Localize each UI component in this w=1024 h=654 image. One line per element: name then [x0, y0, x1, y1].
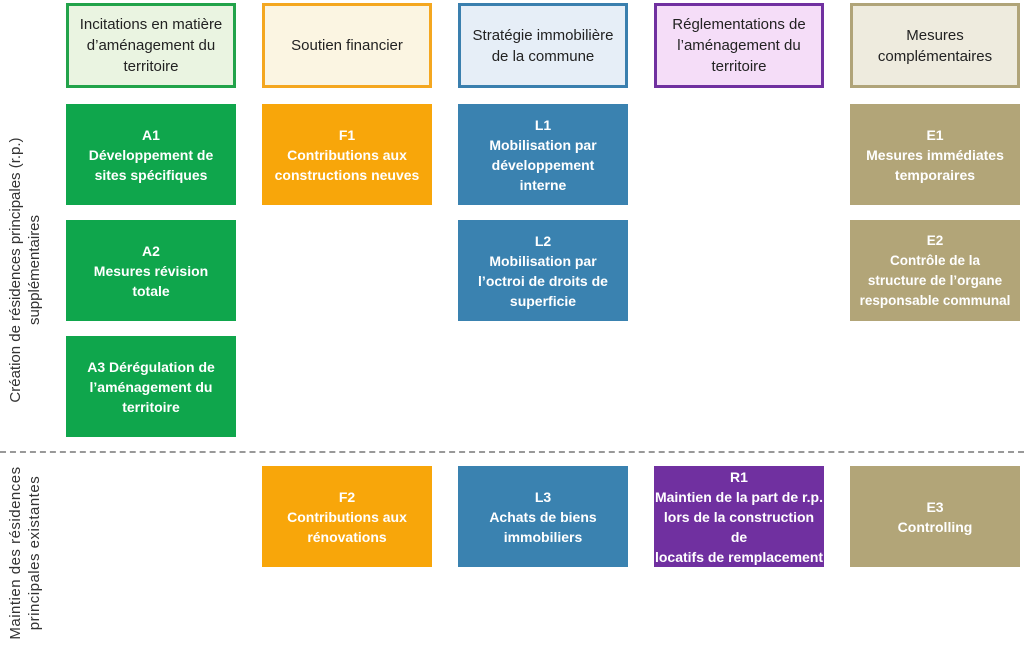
measure-code: L3	[534, 488, 552, 505]
measure-line: Développement de	[88, 146, 214, 163]
measure-line: lors de la construction de	[663, 508, 815, 545]
measure-line: développement	[491, 156, 595, 173]
measure-line: Controlling	[897, 518, 973, 535]
measure-code: E2	[926, 232, 944, 248]
category-header: Stratégie immobilière de la commune	[458, 3, 628, 88]
measure-code: A1	[142, 126, 160, 143]
measure-line: l’aménagement du	[89, 378, 213, 395]
header-line: Mesures	[906, 26, 964, 44]
measure-line: Maintien de la part de r.p.	[654, 488, 824, 505]
category-header: Mesures complémentaires	[850, 3, 1020, 88]
row-label-line: Création de résidences principales (r.p.…	[7, 137, 24, 403]
header-line: Incitations en matière	[79, 16, 223, 33]
measure-line: Mesures révision	[93, 262, 209, 279]
header-line: Réglementations de	[672, 16, 806, 33]
measure-line: l’octroi de droits de	[478, 272, 608, 289]
measure-code: L2	[534, 232, 552, 249]
measure-line: Achats de biens	[489, 508, 597, 525]
header-line: Stratégie immobilière	[472, 26, 614, 44]
row-label-line: principales existantes	[26, 475, 43, 631]
header-line: territoire	[123, 58, 179, 75]
measure-line: Contrôle de la	[889, 252, 980, 268]
measure-line: territoire	[122, 398, 180, 415]
row-label-creation: Création de résidences principales (r.p.…	[6, 105, 44, 435]
measure-line: Mobilisation par	[489, 136, 597, 153]
measure-line: immobiliers	[503, 528, 583, 545]
header-line: complémentaires	[877, 47, 993, 65]
category-header: Réglementations de l’aménagement du territ…	[654, 3, 824, 88]
measure-code: E1	[926, 126, 944, 143]
measure-line: responsable communal	[859, 292, 1011, 308]
measure-code: L1	[534, 116, 552, 133]
measure-code: F1	[338, 126, 356, 143]
measure-line: totale	[132, 282, 170, 299]
measure-line: A3 Dérégulation de	[87, 358, 215, 375]
row-label-maintien: Maintien des résidences principales exis…	[6, 453, 44, 653]
measure-box: A3 Dérégulation de l’aménagement du territ…	[66, 336, 236, 437]
measure-line: Contributions aux	[287, 146, 407, 163]
measure-line: structure de l’organe	[867, 272, 1003, 288]
measure-line: Mesures immédiates	[866, 146, 1004, 163]
measure-line: locatifs de remplacement	[654, 548, 824, 565]
divider-dashed-line	[0, 451, 1024, 453]
measure-line: Contributions aux	[287, 508, 407, 525]
measure-code: R1	[730, 468, 748, 485]
measure-code: E3	[926, 498, 944, 515]
header-line: l’aménagement du	[677, 37, 801, 54]
header-line: de la commune	[491, 47, 595, 65]
category-header: Incitations en matière d’aménagement du te…	[66, 3, 236, 88]
measure-line: constructions neuves	[274, 166, 420, 183]
header-line: d’aménagement du	[86, 37, 216, 54]
measure-line: superficie	[509, 292, 577, 309]
measure-line: Mobilisation par	[489, 252, 597, 269]
measure-line: rénovations	[307, 528, 387, 545]
measure-line: A2	[142, 242, 160, 259]
row-label-line: Maintien des résidences	[7, 466, 24, 640]
category-header: Soutien financier	[262, 3, 432, 88]
header-line: Soutien financier	[291, 37, 403, 54]
row-label-line: supplémentaires	[26, 214, 43, 326]
measure-line: temporaires	[894, 166, 976, 183]
measure-code: F2	[338, 488, 356, 505]
measure-line: interne	[519, 176, 567, 193]
measure-line: sites spécifiques	[94, 166, 208, 183]
header-line: territoire	[711, 58, 767, 75]
